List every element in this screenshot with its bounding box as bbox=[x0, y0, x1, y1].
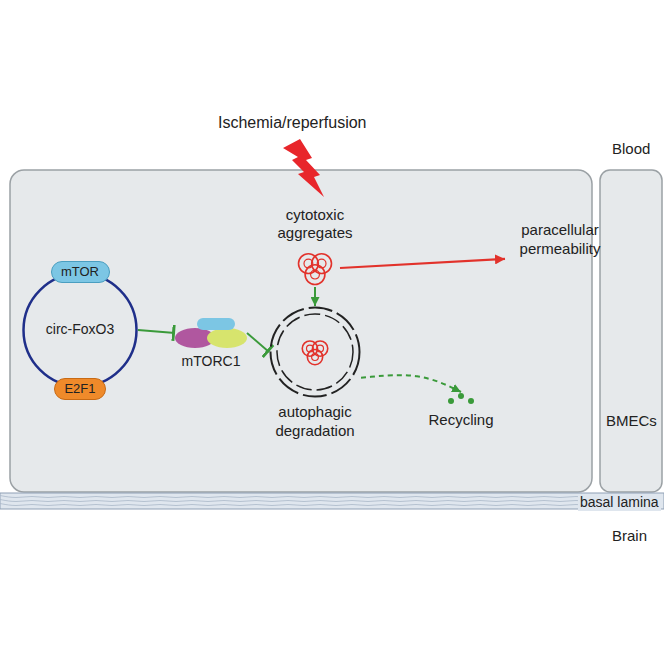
text-holder: mTOR bbox=[51, 261, 110, 283]
basal-lamina-band bbox=[0, 493, 664, 509]
endothelial-cell bbox=[600, 170, 662, 492]
dashed-arrow bbox=[361, 375, 461, 392]
lamina-fiber bbox=[0, 500, 656, 503]
recycling-dots: Recycling bbox=[446, 392, 476, 406]
aggregate-symbol: cytotoxic aggregates bbox=[290, 249, 340, 287]
lamina-fiber bbox=[0, 504, 656, 507]
cell-label: BMECs bbox=[606, 412, 657, 430]
lightning-bolt bbox=[283, 139, 324, 197]
stimulus-label: Ischemia/reperfusion bbox=[218, 113, 367, 132]
text-holder: circ-FoxO3 bbox=[22, 272, 138, 388]
endothelial-cell bbox=[10, 170, 592, 492]
autophagosome-outline bbox=[269, 306, 361, 398]
compartment-label: Blood bbox=[612, 140, 650, 158]
arrow bbox=[340, 259, 505, 268]
recycling-dots-outline bbox=[446, 392, 476, 406]
text-holder: E2F1 bbox=[54, 378, 106, 400]
outcome-text: paracellular permeability bbox=[505, 219, 615, 261]
node-text: mTORC1 bbox=[166, 353, 256, 371]
circ-rna-circle: circ-FoxO3 bbox=[22, 272, 138, 388]
inhibition-line bbox=[138, 330, 175, 333]
lamina-fiber bbox=[0, 496, 656, 499]
autophagosome: autophagic degradation bbox=[269, 306, 361, 398]
protein-complex: mTORC1 bbox=[175, 318, 247, 348]
protein-complex-outline bbox=[175, 318, 247, 348]
caption-holder: autophagic degradation bbox=[265, 403, 365, 441]
caption-holder: cytotoxic aggregates bbox=[270, 206, 360, 244]
node-text: Recycling bbox=[416, 411, 506, 430]
node-text: paracellular permeability bbox=[505, 221, 615, 259]
compartment-label: Brain bbox=[612, 527, 647, 545]
text-holder: paracellular permeability bbox=[505, 219, 615, 261]
caption-holder: mTORC1 bbox=[166, 353, 256, 371]
protein-pill: mTOR bbox=[51, 261, 110, 283]
node-text: circ-FoxO3 bbox=[46, 321, 114, 339]
protein-pill: E2F1 bbox=[54, 378, 106, 400]
node-text: E2F1 bbox=[64, 381, 95, 397]
lamina-texture bbox=[0, 496, 656, 507]
inhibition-line bbox=[247, 333, 269, 352]
arrow bbox=[314, 287, 316, 306]
structure-label: basal lamina bbox=[578, 494, 661, 511]
node-text: mTOR bbox=[61, 264, 99, 280]
node-text: cytotoxic aggregates bbox=[270, 206, 360, 244]
aggregate-symbol-outline bbox=[290, 249, 340, 287]
caption-holder: Recycling bbox=[416, 411, 506, 430]
node-text: autophagic degradation bbox=[265, 403, 365, 441]
